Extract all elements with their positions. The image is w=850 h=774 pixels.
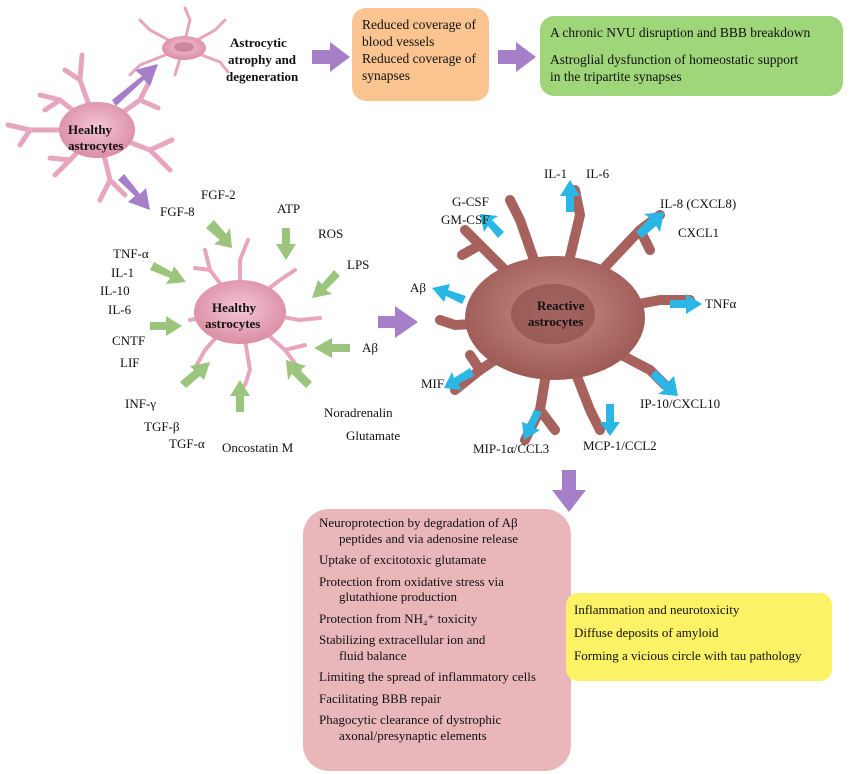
orange-box-line: blood vessels <box>362 34 435 49</box>
orange-box-line: synapses <box>362 68 410 83</box>
pink-box-item: Protection from NH₄⁺ toxicity <box>319 611 561 627</box>
yellow-box-line: Diffuse deposits of amyloid <box>574 625 719 640</box>
pink-box-line: Neuroprotection by degradation of Aβ <box>319 515 518 530</box>
stimulus-label: LIF <box>120 355 140 370</box>
neuroprotection-box: Neuroprotection by degradation of Aβ pep… <box>303 509 571 771</box>
pink-box-line: Phagocytic clearance of dystrophic <box>319 712 502 727</box>
stimulus-label: LPS <box>347 257 370 272</box>
pink-box-item: Uptake of excitotoxic glutamate <box>319 552 561 568</box>
pink-box-item: Protection from oxidative stress via glu… <box>319 574 561 605</box>
pink-box-item: Limiting the spread of inflammatory cell… <box>319 669 561 685</box>
pink-box-line: Protection from NH₄⁺ toxicity <box>319 610 478 626</box>
stimulus-label: FGF-2 <box>201 187 236 202</box>
yellow-box-line: Forming a vicious circle with tau pathol… <box>574 648 802 663</box>
stimulus-label: TGF-α <box>169 436 205 451</box>
pink-box-line: Stabilizing extracellular ion and <box>319 632 486 647</box>
pink-box-item: Phagocytic clearance of dystrophic axona… <box>319 712 561 743</box>
pink-box-line: fluid balance <box>339 647 407 663</box>
secreted-label: CXCL1 <box>678 225 720 240</box>
pink-box-item: Facilitating BBB repair <box>319 691 561 707</box>
atrophic-astrocyte <box>128 6 230 77</box>
secreted-label: GM-CSF <box>441 212 490 227</box>
stimulus-label: CNTF <box>112 333 146 348</box>
secreted-label: MCP-1/CCL2 <box>583 438 657 453</box>
green-box-line: Astroglial dysfunction of homeostatic su… <box>550 52 799 67</box>
pink-box-line: glutathione production <box>339 589 458 604</box>
atrophy-label-1: Astrocytic <box>230 35 287 50</box>
secreted-label: G-CSF <box>452 194 489 209</box>
stimulus-label: TGF-β <box>144 419 180 434</box>
stimulus-label: Noradrenalin <box>324 405 393 420</box>
secreted-label: IP-10/CXCL10 <box>640 396 721 411</box>
stimulus-label: Glutamate <box>346 428 401 443</box>
secreted-label: Aβ <box>410 280 427 295</box>
reactive-label-2: astrocytes <box>528 314 584 329</box>
secreted-label: MIP-1α/CCL3 <box>473 441 550 456</box>
pink-box-line: Facilitating BBB repair <box>319 690 442 706</box>
orange-box-line: Reduced coverage of <box>362 51 476 66</box>
pink-box-line: Limiting the spread of inflammatory cell… <box>319 669 536 684</box>
stimulus-label: Aβ <box>362 340 379 355</box>
atrophy-label-2: atrophy and <box>228 52 297 67</box>
reactive-label-1: Reactive <box>537 298 585 313</box>
reactive-astrocyte <box>435 185 695 445</box>
green-box-line: in the tripartite synapses <box>550 69 682 84</box>
green-arrows <box>150 220 350 412</box>
secreted-label: MIF <box>421 376 445 391</box>
healthy-label-middle-1: Healthy <box>212 300 257 315</box>
stimulus-label: Oncostatin M <box>222 440 294 455</box>
green-box-line: A chronic NVU disruption and BBB breakdo… <box>550 25 811 40</box>
healthy-label-middle-2: astrocytes <box>205 316 261 331</box>
stimulus-label: TNF-α <box>113 246 149 261</box>
pink-box-item: Neuroprotection by degradation of Aβ pep… <box>319 515 561 546</box>
stimulus-label: INF-γ <box>125 396 157 411</box>
neurotoxicity-box: Inflammation and neurotoxicity Diffuse d… <box>566 593 832 681</box>
pink-box-line: axonal/presynaptic elements <box>339 727 487 743</box>
pink-box-item: Stabilizing extracellular ion and fluid … <box>319 632 561 663</box>
pink-box-line: peptides and via adenosine release <box>339 530 519 546</box>
secreted-label: IL-1 <box>544 166 568 181</box>
nvu-disruption-box: A chronic NVU disruption and BBB breakdo… <box>540 16 843 96</box>
healthy-label-top-1: Healthy <box>68 122 113 137</box>
secreted-label: IL-8 (CXCL8) <box>660 196 737 211</box>
blue-arrows <box>432 180 702 440</box>
orange-box-line: Reduced coverage of <box>362 17 476 32</box>
stimulus-label: ROS <box>318 226 344 241</box>
stimulus-label: IL-1 <box>111 265 135 280</box>
reduced-coverage-box: Reduced coverage of blood vessels Reduce… <box>352 8 489 101</box>
stimulus-label: FGF-8 <box>160 204 195 219</box>
healthy-astrocyte-top <box>5 52 175 203</box>
stimulus-label: IL-6 <box>108 302 132 317</box>
pink-box-line: Uptake of excitotoxic glutamate <box>319 552 487 567</box>
secreted-label: IL-6 <box>586 166 610 181</box>
stimulus-label: IL-10 <box>100 283 130 298</box>
purple-arrows <box>112 42 586 512</box>
healthy-astrocyte-middle <box>188 238 322 387</box>
atrophy-label-3: degeneration <box>226 69 299 84</box>
secreted-label: TNFα <box>705 296 737 311</box>
healthy-label-top-2: astrocytes <box>68 138 124 153</box>
pink-box-line: Protection from oxidative stress via <box>319 573 504 589</box>
yellow-box-line: Inflammation and neurotoxicity <box>574 602 740 617</box>
stimulus-label: ATP <box>277 201 301 216</box>
